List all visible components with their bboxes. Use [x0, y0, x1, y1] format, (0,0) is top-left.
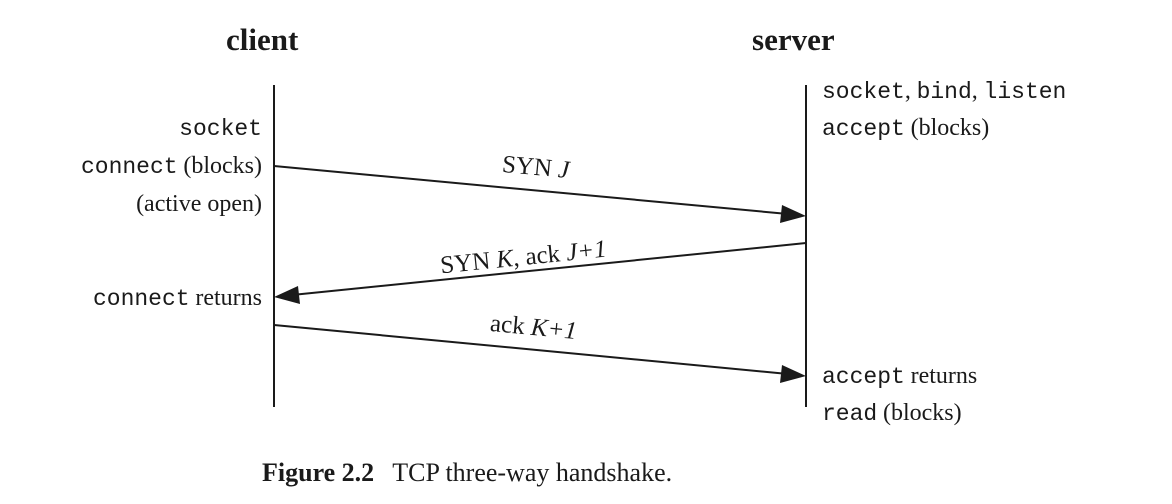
- client-socket-call: socket: [179, 116, 262, 142]
- server-bind-call: bind: [916, 79, 972, 105]
- syn-ack-value-j: J+1: [564, 235, 608, 267]
- server-socket-bind-listen-note: socket, bind, listen: [822, 78, 1067, 105]
- syn-ack-prefix: SYN: [439, 247, 492, 280]
- syn-ack-arrow: [291, 242, 807, 296]
- figure-caption: Figure 2.2 TCP three-way handshake.: [262, 460, 672, 486]
- client-active-open: (active open): [136, 191, 262, 217]
- server-accept-note: accept (blocks): [822, 114, 989, 143]
- ack-arrow: [273, 324, 789, 375]
- syn-ack-middle: , ack: [511, 240, 562, 272]
- syn-ack-arrowhead: [274, 286, 300, 304]
- ack-prefix: ack: [488, 309, 527, 341]
- server-socket-call: socket: [822, 79, 905, 105]
- client-connect-returns-call: connect: [92, 286, 190, 312]
- syn-arrowhead: [780, 205, 806, 223]
- client-connect-returns-note: connect returns: [93, 284, 262, 313]
- figure-number: Figure 2.2: [262, 458, 375, 487]
- server-accept-returns-call: accept: [822, 364, 905, 390]
- server-listen-call: listen: [983, 79, 1067, 105]
- client-connect-returns-text: returns: [195, 285, 262, 311]
- figure-caption-text: TCP three-way handshake.: [392, 458, 673, 487]
- server-read-blocks: (blocks): [882, 400, 962, 426]
- syn-prefix: SYN: [500, 150, 554, 183]
- client-socket-note: socket: [179, 114, 262, 143]
- server-read-call: read: [822, 401, 878, 427]
- ack-value: K+1: [529, 313, 579, 346]
- client-connect-note: connect (blocks): [81, 152, 262, 181]
- client-heading: client: [226, 22, 299, 57]
- syn-arrow: [273, 165, 789, 215]
- server-accept-returns-note: accept returns: [822, 362, 977, 391]
- server-heading: server: [752, 22, 835, 57]
- client-connect-blocks: (blocks): [183, 153, 262, 179]
- server-accept-call: accept: [822, 116, 905, 142]
- client-active-open-note: (active open): [136, 190, 262, 218]
- server-accept-returns-text: returns: [910, 363, 978, 389]
- ack-arrowhead: [780, 365, 806, 383]
- server-accept-blocks: (blocks): [910, 115, 990, 141]
- syn-label: SYN J: [500, 150, 571, 184]
- client-connect-call: connect: [80, 154, 178, 180]
- server-read-note: read (blocks): [822, 399, 962, 428]
